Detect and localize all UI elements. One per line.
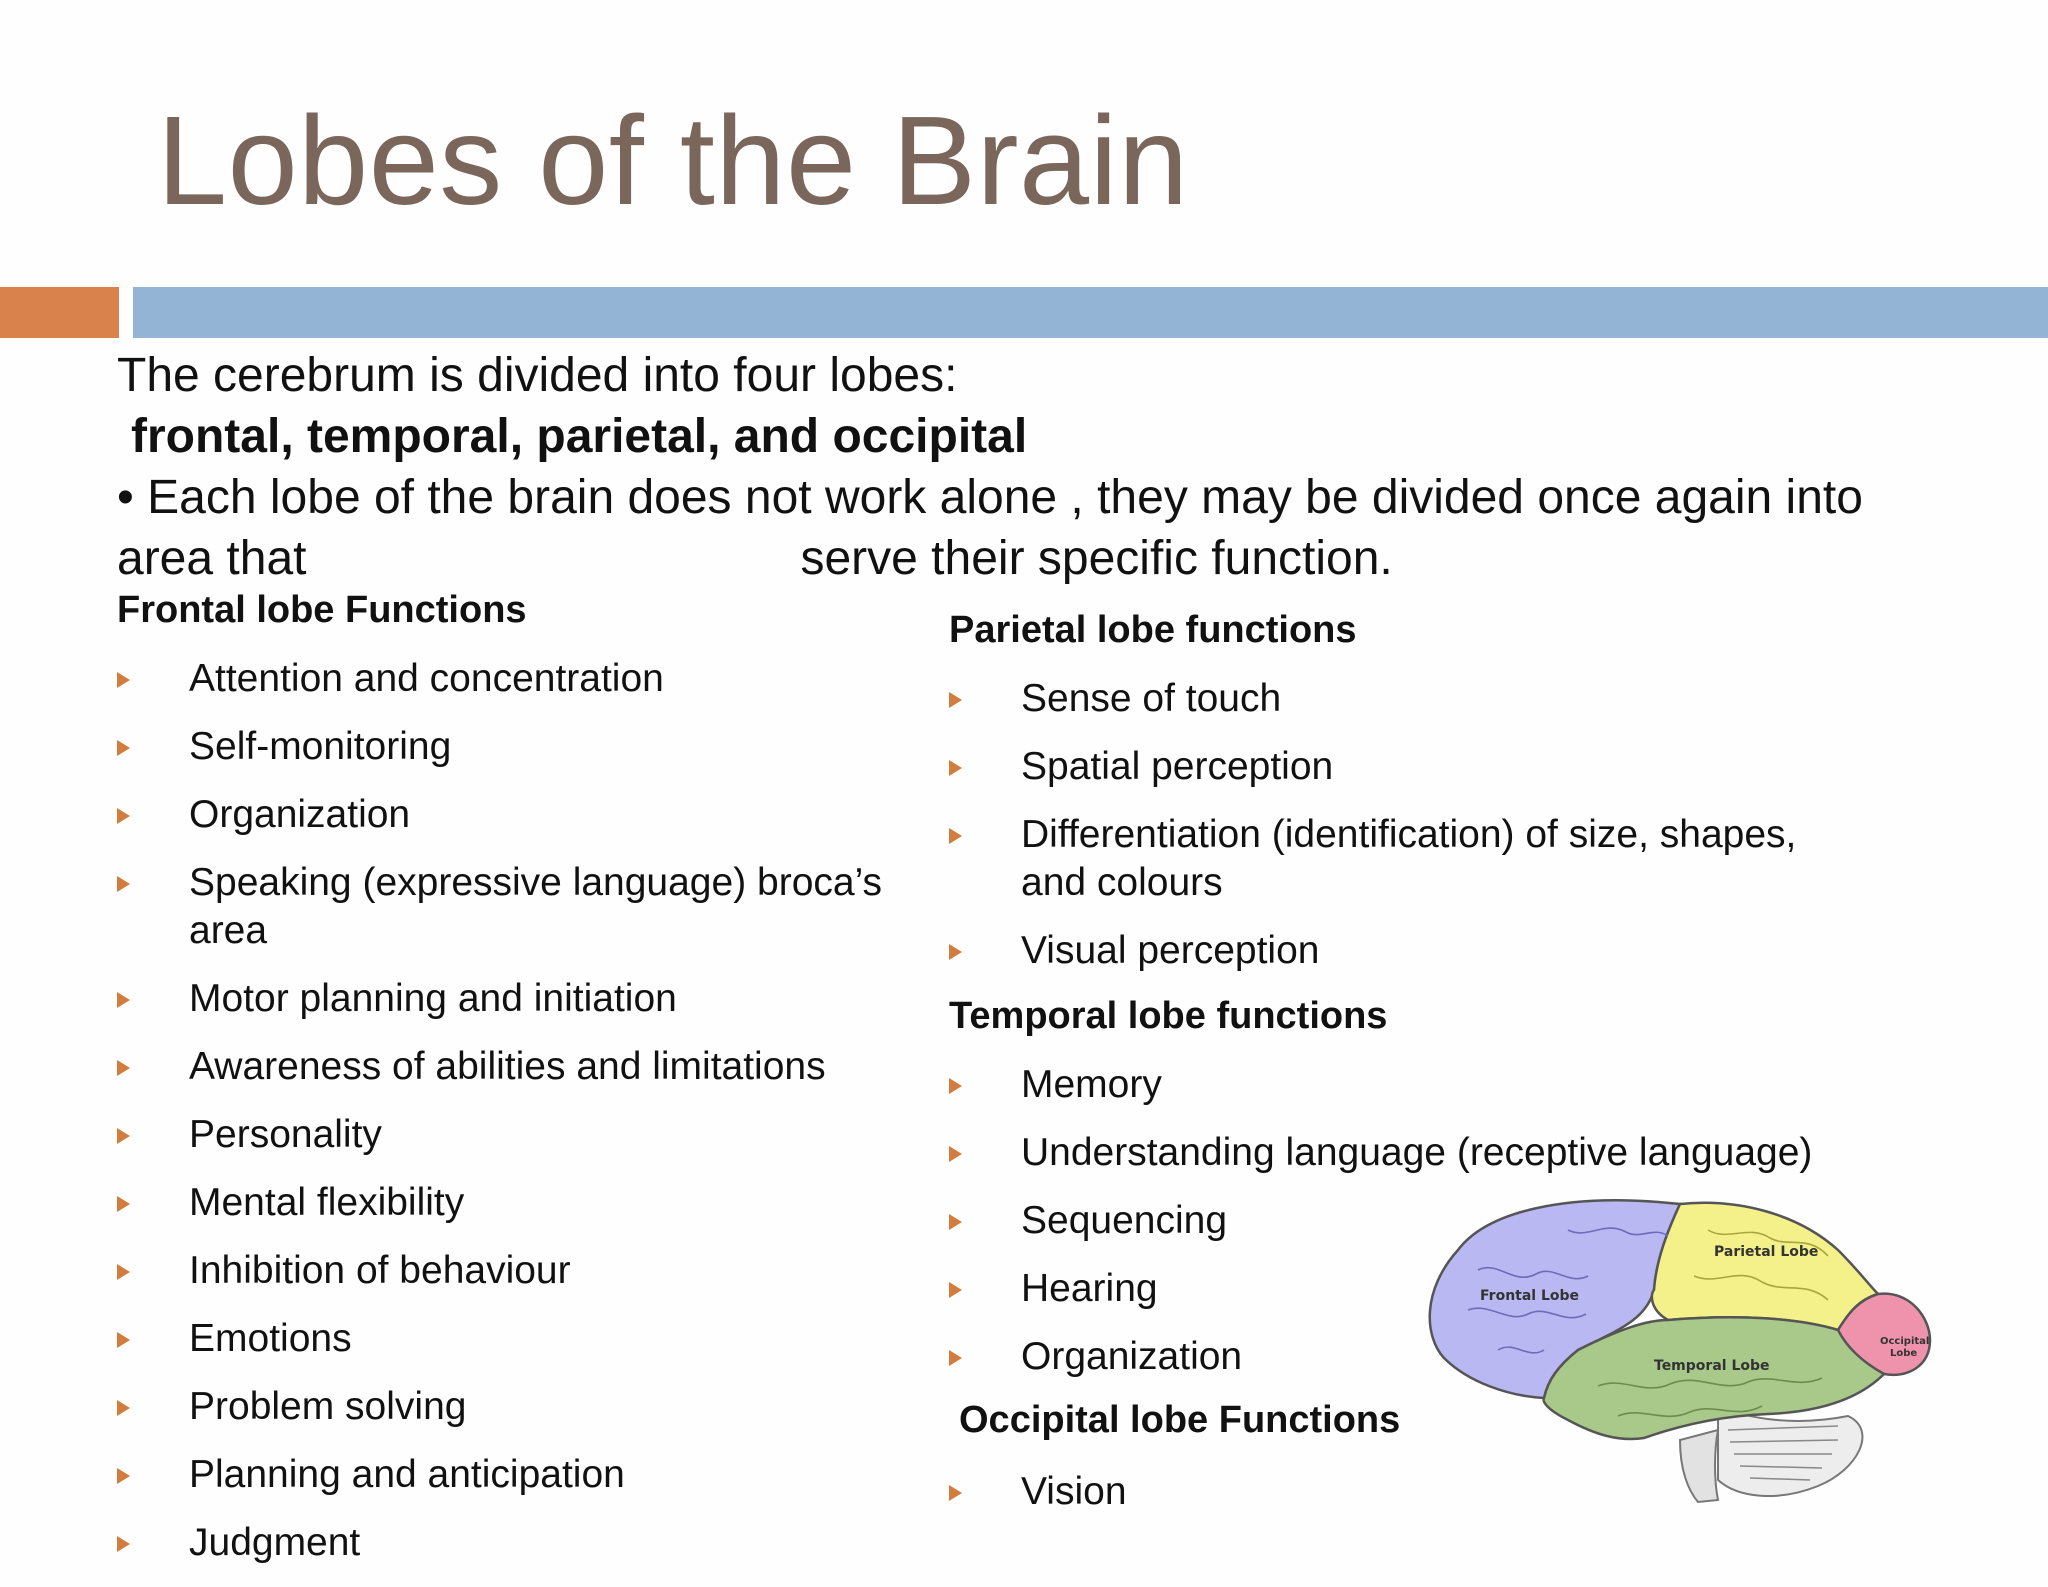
list-item: Differentiation (identification) of size… [949, 811, 1796, 907]
frontal-list: Attention and concentration Self-monitor… [117, 655, 882, 1587]
list-item: Personality [117, 1111, 882, 1159]
list-item: Organization [117, 791, 882, 839]
list-item: Attention and concentration [117, 655, 882, 703]
list-item: Memory [949, 1061, 1812, 1109]
list-item: Hearing [949, 1265, 1812, 1313]
list-item: Motor planning and initiation [117, 975, 882, 1023]
brainstem-shape [1678, 1428, 1720, 1504]
intro-line-4: area that serve their specific function. [117, 528, 1863, 589]
arrow-bullet-icon [949, 1485, 962, 1501]
brain-lobes-illustration: Frontal Lobe Parietal Lobe Temporal Lobe… [1428, 1199, 1932, 1504]
intro-lobes-list: frontal, temporal, parietal, and occipit… [131, 410, 1028, 463]
list-item: Judgment [117, 1519, 882, 1567]
list-item: Mental flexibility [117, 1179, 882, 1227]
intro-text: The cerebrum is divided into four lobes:… [117, 345, 1863, 589]
cerebellum-shape [1717, 1403, 1864, 1497]
list-item: Vision [949, 1468, 1127, 1516]
frontal-lobe-label: Frontal Lobe [1480, 1288, 1579, 1304]
temporal-heading: Temporal lobe functions [949, 995, 1388, 1037]
occipital-lobe-label-2: Lobe [1890, 1348, 1917, 1359]
arrow-bullet-icon [949, 692, 962, 708]
list-item: Self-monitoring [117, 723, 882, 771]
parietal-lobe-shape [1650, 1201, 1881, 1332]
list-item: Organization [949, 1333, 1812, 1381]
temporal-lobe-label: Temporal Lobe [1654, 1358, 1770, 1374]
list-item: Emotions [117, 1315, 882, 1363]
arrow-bullet-icon [117, 1400, 130, 1416]
list-item: Spatial perception [949, 743, 1796, 791]
arrow-bullet-icon [949, 1214, 962, 1230]
arrow-bullet-icon [949, 1282, 962, 1298]
arrow-bullet-icon [949, 1078, 962, 1094]
arrow-bullet-icon [117, 1128, 130, 1144]
temporal-list: Memory Understanding language (receptive… [949, 1061, 1812, 1401]
intro-line-3: • Each lobe of the brain does not work a… [117, 471, 1863, 524]
arrow-bullet-icon [117, 1264, 130, 1280]
arrow-bullet-icon [117, 740, 130, 756]
parietal-heading: Parietal lobe functions [949, 609, 1357, 651]
arrow-bullet-icon [949, 1146, 962, 1162]
arrow-bullet-icon [117, 876, 130, 892]
arrow-bullet-icon [117, 1536, 130, 1552]
arrow-bullet-icon [949, 944, 962, 960]
parietal-lobe-label: Parietal Lobe [1714, 1244, 1818, 1260]
list-item: Understanding language (receptive langua… [949, 1129, 1812, 1177]
accent-bar-orange [0, 287, 119, 338]
arrow-bullet-icon [949, 1350, 962, 1366]
list-item: Problem solving [117, 1383, 882, 1431]
arrow-bullet-icon [117, 808, 130, 824]
arrow-bullet-icon [117, 672, 130, 688]
arrow-bullet-icon [117, 1332, 130, 1348]
occipital-lobe-label-1: Occipital [1880, 1336, 1929, 1347]
parietal-list: Sense of touch Spatial perception Differ… [949, 675, 1796, 995]
arrow-bullet-icon [117, 1196, 130, 1212]
arrow-bullet-icon [949, 760, 962, 776]
arrow-bullet-icon [949, 828, 962, 844]
occipital-heading: Occipital lobe Functions [959, 1399, 1401, 1441]
list-item: Sequencing [949, 1197, 1812, 1245]
arrow-bullet-icon [117, 992, 130, 1008]
intro-line-1: The cerebrum is divided into four lobes: [117, 349, 958, 402]
list-item: Planning and anticipation [117, 1451, 882, 1499]
arrow-bullet-icon [117, 1468, 130, 1484]
arrow-bullet-icon [117, 1060, 130, 1076]
list-item: Awareness of abilities and limitations [117, 1043, 882, 1091]
accent-bar-blue [133, 287, 2048, 338]
slide-title: Lobes of the Brain [157, 90, 1189, 231]
occipital-list: Vision [949, 1468, 1127, 1536]
list-item: Visual perception [949, 927, 1796, 975]
list-item: Inhibition of behaviour [117, 1247, 882, 1295]
intro-line-4a: area that [117, 532, 307, 585]
temporal-lobe-shape [1542, 1316, 1887, 1441]
list-item: Sense of touch [949, 675, 1796, 723]
frontal-heading: Frontal lobe Functions [117, 589, 527, 631]
intro-line-4b: serve their specific function. [800, 532, 1393, 585]
